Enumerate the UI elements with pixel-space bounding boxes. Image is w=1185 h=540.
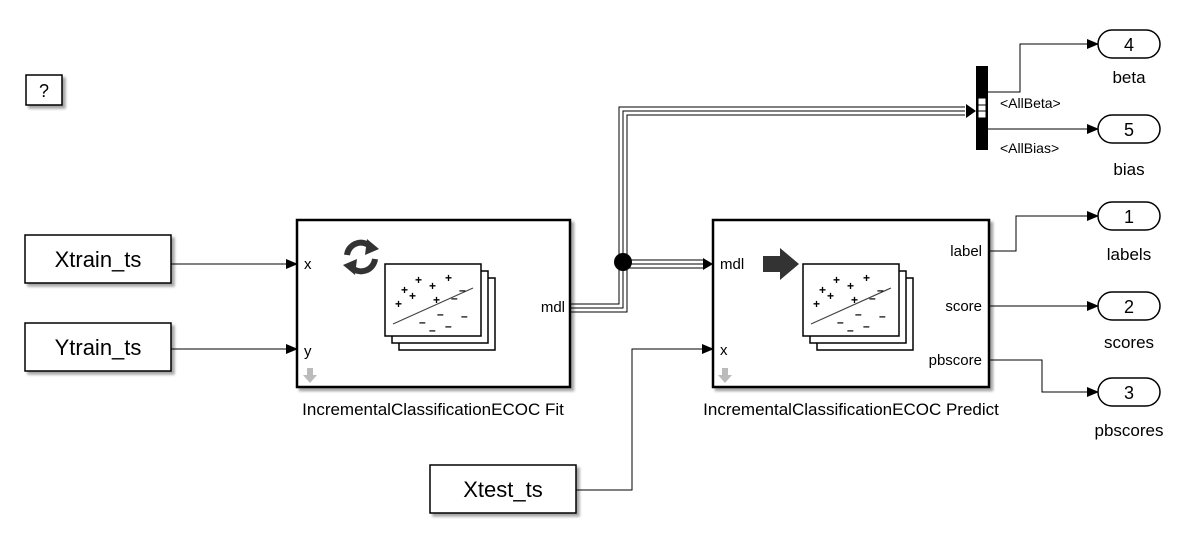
mdl-bus-line [570, 106, 965, 313]
arrow-right-icon [763, 248, 799, 280]
predict-port-score: score [945, 298, 982, 315]
classifier-plot-icon [802, 263, 914, 351]
down-arrow-icon [303, 368, 317, 383]
predict-block-name: IncrementalClassificationECOC Predict [703, 400, 999, 419]
outport-number: 1 [1124, 207, 1134, 227]
outport-name: beta [1112, 68, 1146, 87]
signal-line [989, 359, 1099, 397]
outport-name: scores [1104, 333, 1154, 352]
xtest-block[interactable]: Xtest_ts [429, 464, 577, 514]
outport-name: bias [1113, 160, 1144, 179]
outport-name: labels [1107, 245, 1151, 264]
help-label: ? [39, 81, 49, 101]
predict-port-x: x [720, 342, 728, 359]
xtest-label: Xtest_ts [463, 477, 542, 502]
fit-port-mdl: mdl [541, 299, 565, 316]
fit-block[interactable]: x y mdl [295, 218, 572, 389]
bus-signal-allbeta: <AllBeta> [1000, 95, 1061, 111]
fit-port-y: y [304, 343, 312, 360]
outport-number: 5 [1124, 120, 1134, 140]
fit-port-x: x [304, 256, 312, 273]
predict-port-label: label [950, 243, 982, 260]
predict-port-pbscore: pbscore [929, 352, 982, 369]
xtrain-label: Xtrain_ts [55, 247, 142, 272]
outport-scores[interactable]: 2 [1097, 291, 1161, 321]
signal-arrow [966, 104, 976, 118]
branch-point [614, 253, 632, 271]
fit-block-name: IncrementalClassificationECOC Fit [302, 400, 564, 419]
down-arrow-icon [718, 368, 732, 383]
outport-name: pbscores [1095, 421, 1164, 440]
outport-labels[interactable]: 1 [1097, 201, 1161, 231]
bus-selector[interactable] [976, 66, 988, 150]
outport-beta[interactable]: 4 [1097, 29, 1161, 59]
predict-block[interactable]: mdl x label score pbscore [711, 218, 991, 389]
outport-bias[interactable]: 5 [1097, 114, 1161, 144]
signal-arrow [703, 258, 713, 270]
ytrain-label: Ytrain_ts [55, 335, 142, 360]
signal-line [989, 211, 1099, 252]
outport-number: 3 [1124, 383, 1134, 403]
help-block[interactable]: ? [25, 74, 63, 106]
outport-number: 4 [1124, 35, 1134, 55]
predict-port-mdl: mdl [720, 256, 744, 273]
signal-line [988, 39, 1099, 93]
outport-pbscores[interactable]: 3 [1097, 377, 1161, 407]
signal-line [576, 344, 714, 491]
classifier-plot-icon [384, 263, 496, 351]
xtrain-block[interactable]: Xtrain_ts [24, 234, 172, 284]
refresh-icon [343, 239, 379, 275]
bus-signal-allbias: <AllBias> [1000, 140, 1059, 156]
outport-number: 2 [1124, 297, 1134, 317]
ytrain-block[interactable]: Ytrain_ts [24, 322, 172, 372]
